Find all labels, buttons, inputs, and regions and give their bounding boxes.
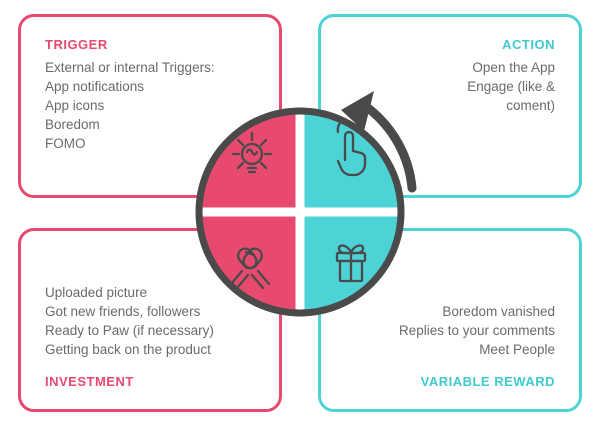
action-line: Open the App [472,60,555,75]
trigger-line: App notifications [45,79,145,94]
investment-line: Ready to Paw (if necessary) [45,323,214,338]
trigger-line: App icons [45,98,105,113]
trigger-line: External or internal Triggers: [45,60,215,75]
trigger-card: TRIGGER External or internal Triggers: A… [18,14,282,198]
investment-text: Uploaded picture Got new friends, follow… [45,283,255,359]
investment-line: Got new friends, followers [45,304,201,319]
variable-reward-line: Boredom vanished [442,304,555,319]
investment-line: Uploaded picture [45,285,148,300]
variable-reward-line: Replies to your comments [398,323,555,338]
trigger-line: Boredom [45,117,100,132]
action-line: Engage (like & [467,79,555,94]
action-card: ACTION Open the App Engage (like & comen… [318,14,582,198]
investment-title: INVESTMENT [45,374,134,389]
trigger-line: FOMO [45,136,86,151]
vertical-divider [295,112,305,312]
investment-line: Getting back on the product [45,342,211,357]
trigger-text: External or internal Triggers: App notif… [45,58,255,153]
variable-reward-line: Meet People [479,342,555,357]
action-line: coment) [506,98,555,113]
investment-card: Uploaded picture Got new friends, follow… [18,228,282,412]
variable-reward-title: VARIABLE REWARD [420,374,555,389]
action-text: Open the App Engage (like & coment) [467,58,555,115]
variable-reward-card: Boredom vanished Replies to your comment… [318,228,582,412]
action-title: ACTION [502,37,555,52]
variable-reward-text: Boredom vanished Replies to your comment… [399,302,555,359]
horizontal-divider [200,207,400,217]
trigger-title: TRIGGER [45,37,108,52]
